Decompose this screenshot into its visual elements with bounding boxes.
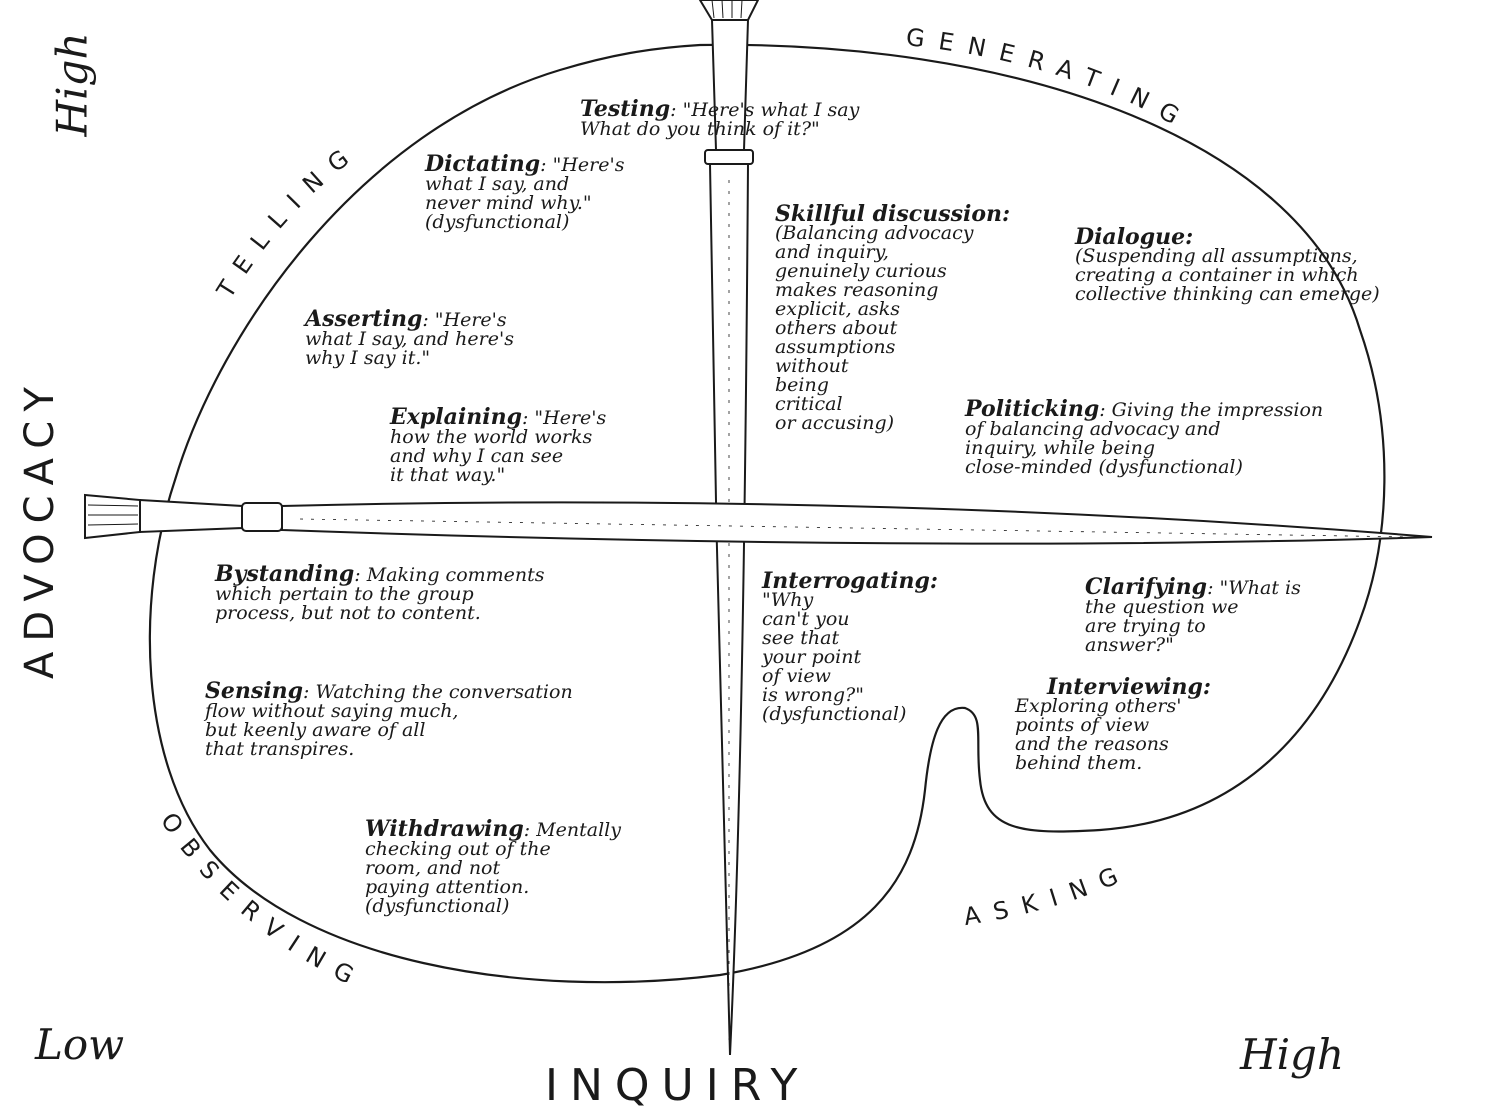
arc-label-observing: OBSERVING (155, 807, 371, 996)
inquiry-high-label: High (1240, 1030, 1344, 1079)
text-testing: : "Here's what I say What do you think o… (580, 99, 860, 140)
advocacy-high-label: High (47, 32, 97, 137)
palette-outline (148, 43, 1386, 984)
advocacy-axis-label: ADVOCACY (17, 377, 63, 679)
item-politicking: Politicking: Giving the impression of ba… (965, 398, 1324, 478)
label-explaining: Explaining (390, 404, 522, 430)
text-interrogating: "Why can't you see that your point of vi… (762, 589, 907, 725)
item-dictating: Dictating: "Here's what I say, and never… (425, 153, 625, 233)
inquiry-axis-label: INQUIRY (545, 1060, 810, 1111)
label-asserting: Asserting (305, 306, 423, 332)
inquiry-low-label: Low (35, 1020, 125, 1069)
item-asserting: Asserting: "Here's what I say, and here'… (305, 308, 514, 369)
label-interrogating: Interrogating: (762, 568, 938, 594)
text-explaining: : "Here's how the world works and why I … (390, 407, 607, 486)
label-sensing: Sensing (205, 678, 304, 704)
label-politicking: Politicking (965, 396, 1100, 422)
label-interviewing: Interviewing: (1047, 674, 1211, 700)
text-withdrawing: : Mentally checking out of the room, and… (365, 819, 621, 917)
label-bystanding: Bystanding (215, 561, 355, 587)
item-interviewing: Interviewing:Exploring others' points of… (1015, 674, 1211, 774)
item-sensing: Sensing: Watching the conversation flow … (205, 680, 573, 760)
label-withdrawing: Withdrawing (365, 816, 524, 842)
arc-label-asking: ASKING (962, 856, 1135, 931)
label-clarifying: Clarifying (1085, 574, 1208, 600)
item-explaining: Explaining: "Here's how the world works … (390, 406, 607, 486)
item-bystanding: Bystanding: Making comments which pertai… (215, 563, 545, 624)
text-bystanding: : Making comments which pertain to the g… (215, 564, 545, 624)
item-skillful-discussion: Skillful discussion:(Balancing advocacy … (775, 201, 1011, 434)
item-dialogue: Dialogue:(Suspending all assumptions, cr… (1075, 224, 1380, 305)
text-clarifying: : "What is the question we are trying to… (1085, 577, 1301, 656)
item-interrogating: Interrogating:"Why can't you see that yo… (762, 568, 938, 725)
text-dialogue: (Suspending all assumptions, creating a … (1075, 245, 1380, 305)
label-skillful-discussion: Skillful discussion: (775, 201, 1011, 227)
label-dialogue: Dialogue: (1075, 224, 1194, 250)
text-dictating: : "Here's what I say, and never mind why… (425, 154, 625, 233)
arc-label-generating: GENERATING (905, 23, 1196, 137)
horizontal-brush (84, 493, 1433, 545)
text-skillful-discussion: (Balancing advocacy and inquiry, genuine… (775, 222, 974, 434)
label-testing: Testing (580, 96, 671, 122)
label-dictating: Dictating (425, 151, 541, 177)
item-clarifying: Clarifying: "What is the question we are… (1085, 576, 1301, 656)
vertical-brush (698, 0, 760, 1056)
text-politicking: : Giving the impression of balancing adv… (965, 399, 1324, 478)
text-sensing: : Watching the conversation flow without… (205, 681, 573, 760)
text-interviewing: Exploring others' points of view and the… (1015, 695, 1182, 774)
item-withdrawing: Withdrawing: Mentally checking out of th… (365, 818, 621, 917)
arc-label-telling: TELLING (211, 136, 365, 304)
text-asserting: : "Here's what I say, and here's why I s… (305, 309, 514, 369)
item-testing: Testing: "Here's what I say What do you … (580, 98, 860, 140)
